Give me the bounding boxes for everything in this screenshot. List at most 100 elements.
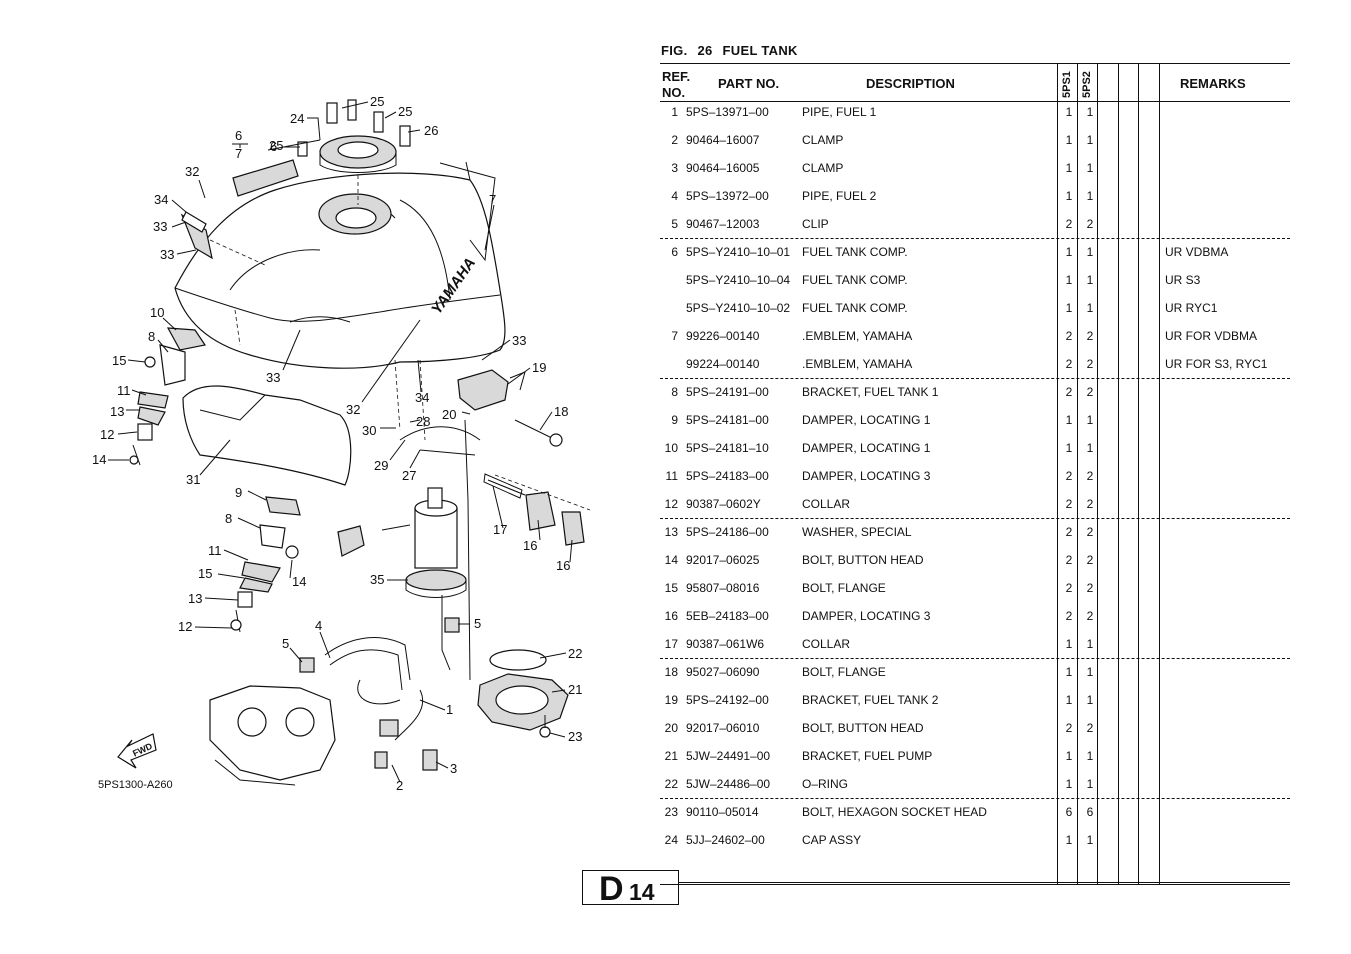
ref-cell: 22 — [664, 777, 678, 791]
page-code-letter: D — [599, 870, 624, 908]
ref-marker: 23 — [568, 729, 582, 744]
figure-number: 26 — [697, 43, 713, 58]
qty-5ps1-cell: 1 — [1065, 833, 1073, 847]
column-divider — [1159, 64, 1160, 884]
qty-5ps2-cell: 2 — [1086, 329, 1094, 343]
qty-5ps1-cell: 2 — [1065, 217, 1073, 231]
qty-5ps2-cell: 2 — [1086, 497, 1094, 511]
row-separator — [660, 798, 1290, 799]
description-cell: COLLAR — [802, 497, 851, 511]
description-cell: BRACKET, FUEL PUMP — [802, 749, 933, 763]
ref-marker: 7 — [235, 146, 242, 161]
description-cell: FUEL TANK COMP. — [802, 273, 908, 287]
part-no-cell: 95027–06090 — [686, 665, 760, 679]
ref-marker: 22 — [568, 646, 582, 661]
ref-marker: 10 — [150, 305, 164, 320]
description-cell: DAMPER, LOCATING 3 — [802, 469, 931, 483]
ref-marker: 6 — [270, 139, 277, 154]
damper-right-drawing — [483, 473, 591, 546]
description-cell: BOLT, FLANGE — [802, 581, 886, 595]
ref-marker: 24 — [290, 111, 304, 126]
column-divider — [1097, 64, 1098, 884]
header-model-5ps1: 5PS1 — [1061, 71, 1073, 98]
part-no-cell: 5PS–24191–00 — [686, 385, 769, 399]
ref-cell: 12 — [664, 497, 678, 511]
part-no-cell: 90467–12003 — [686, 217, 760, 231]
ref-marker: 5 — [282, 636, 289, 651]
ref-marker: 8 — [148, 329, 155, 344]
ref-marker: 14 — [92, 452, 106, 467]
ref-cell: 11 — [665, 469, 678, 483]
description-cell: BOLT, HEXAGON SOCKET HEAD — [802, 805, 987, 819]
diagram-code: 5PS1300-A260 — [98, 779, 173, 791]
ref-cell: 23 — [664, 805, 678, 819]
qty-5ps2-cell: 1 — [1086, 161, 1094, 175]
qty-5ps2-cell: 1 — [1086, 133, 1094, 147]
header-model-5ps2: 5PS2 — [1081, 71, 1093, 98]
qty-5ps1-cell: 6 — [1065, 805, 1073, 819]
ref-marker: 27 — [402, 468, 416, 483]
description-cell: CLAMP — [802, 161, 844, 175]
part-no-cell: 5PS–24181–10 — [686, 441, 769, 455]
qty-5ps2-cell: 1 — [1086, 637, 1094, 651]
qty-5ps2-cell: 2 — [1086, 469, 1094, 483]
qty-5ps2-cell: 1 — [1086, 833, 1094, 847]
fwd-arrow: FWD — [117, 733, 157, 769]
row-separator — [660, 378, 1290, 379]
lower-bracket-drawing — [230, 496, 301, 633]
ref-cell: 20 — [664, 721, 678, 735]
ref-marker: 8 — [225, 511, 232, 526]
row-separator — [660, 518, 1290, 519]
ref-marker: 28 — [416, 414, 430, 429]
qty-5ps1-cell: 1 — [1065, 777, 1073, 791]
qty-5ps2-cell: 6 — [1086, 805, 1094, 819]
header-part-no: PART NO. — [718, 76, 780, 91]
part-no-cell: 92017–06010 — [686, 721, 760, 735]
ref-marker: 25 — [269, 138, 283, 153]
figure-prefix: FIG. — [661, 43, 688, 58]
qty-5ps1-cell: 1 — [1065, 665, 1073, 679]
part-no-cell: 5PS–24192–00 — [686, 693, 769, 707]
ref-marker: 1 — [446, 702, 453, 717]
ref-marker: 16 — [523, 538, 537, 553]
description-cell: CLIP — [802, 217, 829, 231]
ref-marker: 15 — [112, 353, 126, 368]
ref-marker: 20 — [442, 407, 456, 422]
ref-marker: 18 — [554, 404, 568, 419]
fuel-pump-drawing — [337, 419, 481, 681]
part-no-cell: 95807–08016 — [686, 581, 760, 595]
qty-5ps2-cell: 2 — [1086, 385, 1094, 399]
ref-marker: 12 — [178, 619, 192, 634]
remarks-cell: UR FOR VDBMA — [1165, 329, 1258, 343]
ref-marker: 3 — [450, 761, 457, 776]
qty-5ps2-cell: 1 — [1086, 273, 1094, 287]
qty-5ps2-cell: 1 — [1086, 693, 1094, 707]
ref-cell: 15 — [664, 581, 678, 595]
ref-cell: 17 — [664, 637, 678, 651]
qty-5ps2-cell: 2 — [1086, 525, 1094, 539]
remarks-cell: UR VDBMA — [1165, 245, 1229, 259]
parts-table: REF. NO. PART NO. DESCRIPTION 5PS1 5PS2 … — [660, 63, 1290, 885]
ref-cell: 13 — [664, 525, 678, 539]
ref-marker: 19 — [532, 360, 546, 375]
ref-marker: 15 — [198, 566, 212, 581]
qty-5ps1-cell: 1 — [1065, 693, 1073, 707]
page-code-box: D 14 — [582, 870, 679, 908]
remarks-cell: UR RYC1 — [1165, 301, 1218, 315]
ref-marker: 25 — [398, 104, 412, 119]
ref-cell: 18 — [664, 665, 678, 679]
column-divider — [1077, 64, 1078, 884]
part-no-cell: 5PS–Y2410–10–02 — [686, 301, 791, 315]
part-no-cell: 90464–16005 — [686, 161, 760, 175]
description-cell: DAMPER, LOCATING 1 — [802, 413, 931, 427]
qty-5ps1-cell: 1 — [1065, 273, 1073, 287]
